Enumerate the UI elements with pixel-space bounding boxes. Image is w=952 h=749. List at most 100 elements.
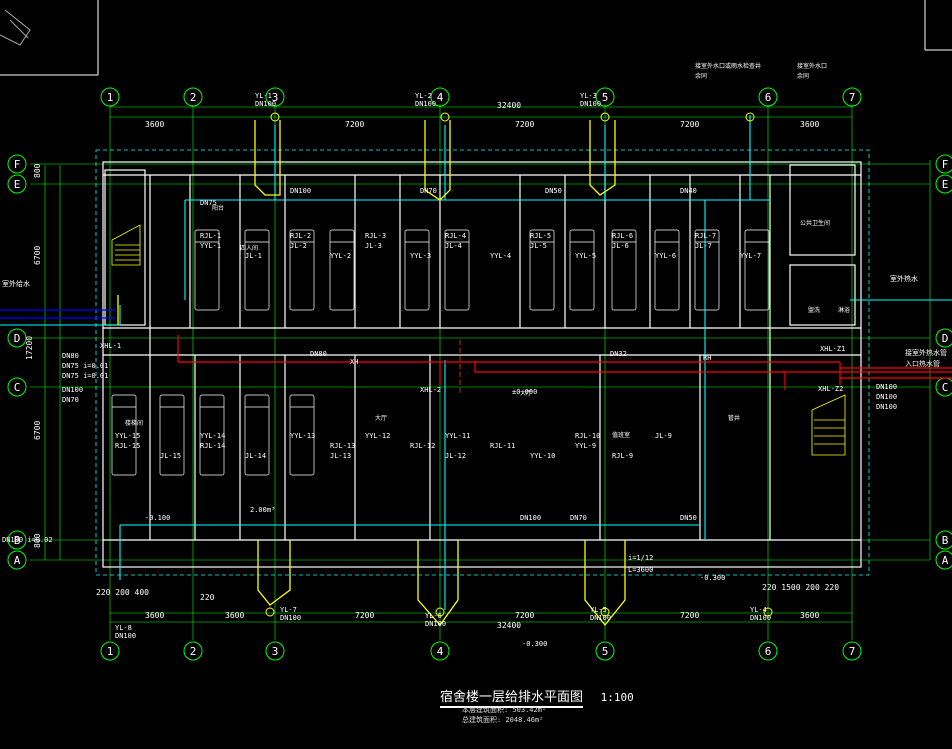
riser-label: YL-2	[415, 92, 432, 100]
axis-bubble	[758, 87, 778, 107]
riser-upper-label: RJL-4	[445, 232, 466, 240]
riser-size: DN100	[580, 100, 601, 108]
dim-span-bottom: 3600	[225, 611, 244, 620]
axis-label: 5	[602, 645, 609, 658]
pipe-size-label: DN100	[290, 187, 311, 195]
axis-label: 1	[107, 645, 114, 658]
axis-label: 2	[190, 91, 197, 104]
riser-upper-label: RJL-3	[365, 232, 386, 240]
total-area: 总建筑面积: 2048.46m²	[462, 716, 544, 724]
riser-label: YL-5	[590, 606, 607, 614]
dim-span-top: 7200	[345, 120, 364, 129]
elevation-label: 2.00m³	[250, 506, 275, 514]
riser-upper-label: JL-7	[695, 242, 712, 250]
riser-lower-label: JL-14	[245, 452, 266, 460]
riser-lower-label: RJL-9	[612, 452, 633, 460]
riser-lower-label: YYL-13	[290, 432, 315, 440]
note-top: 余同	[797, 72, 809, 80]
pipe-size-label: DN50	[680, 514, 697, 522]
dim-span-left: 800	[33, 163, 42, 178]
riser-marker	[600, 607, 610, 617]
riser-size: DN100	[590, 614, 611, 622]
riser-marker	[270, 112, 280, 122]
axis-label: A	[942, 554, 949, 567]
left-pipe-label: DN75 i=0.01	[62, 362, 108, 370]
axis-label: 2	[190, 645, 197, 658]
axis-bubble	[935, 550, 952, 570]
pipe-size-label: DN32	[610, 350, 627, 358]
room-label: 盥洗	[808, 306, 820, 314]
dim-small: 220	[200, 593, 215, 602]
axis-label: C	[942, 381, 949, 394]
riser-lower-label: RJL-12	[410, 442, 435, 450]
riser-lower-label: YYL-14	[200, 432, 225, 440]
axis-label: A	[14, 554, 21, 567]
riser-upper-label: RJL-7	[695, 232, 716, 240]
axis-label: E	[14, 178, 21, 191]
riser-label: YL-7	[280, 606, 297, 614]
left-pipe-label: DN70	[62, 396, 79, 404]
axis-bubble	[758, 641, 778, 661]
riser-upper-label: RJL-6	[612, 232, 633, 240]
riser-upper-label: JL-2	[290, 242, 307, 250]
left-pipe-label: DN80	[62, 352, 79, 360]
axis-bubble	[7, 154, 27, 174]
axis-label: E	[942, 178, 949, 191]
dim-span-top: 7200	[680, 120, 699, 129]
riser-upper-label: JL-5	[530, 242, 547, 250]
axis-bubble	[430, 641, 450, 661]
pipe-size-label: DN100	[520, 514, 541, 522]
axis-bubble	[7, 550, 27, 570]
fire-label: XHL-Z2	[818, 385, 843, 393]
note-top: 余同	[695, 72, 707, 80]
elevation-label: ±0.000	[512, 388, 537, 396]
dim-span-left: 800	[33, 533, 42, 548]
riser-size: DN100	[750, 614, 771, 622]
drainage-pipes	[117, 120, 626, 627]
riser-upper-label: YYL-6	[655, 252, 676, 260]
length-label: L=3600	[628, 566, 653, 574]
right-pipe-label: DN100	[876, 383, 897, 391]
riser-upper-label: RJL-2	[290, 232, 311, 240]
axis-bubble	[935, 328, 952, 348]
axis-bubble	[842, 641, 862, 661]
right-pipe-label: DN100	[876, 403, 897, 411]
right-pipe-label: 接室外热水管	[905, 348, 947, 357]
riser-size: DN100	[415, 100, 436, 108]
room-label: 四人间	[240, 244, 258, 252]
axis-label: 3	[272, 91, 279, 104]
riser-marker	[435, 607, 445, 617]
pipe-size-label: DN80	[310, 350, 327, 358]
riser-marker	[600, 112, 610, 122]
riser-lower-label: RJL-15	[115, 442, 140, 450]
pipe-size-label: DN50	[545, 187, 562, 195]
room-label: 阳台	[212, 204, 224, 212]
room-label: 大厅	[520, 389, 532, 397]
drawing-title: 宿舍楼一层给排水平面图	[440, 690, 584, 708]
room-label: 值班室	[612, 431, 630, 439]
axis-bubble	[183, 87, 203, 107]
axis-bubble	[595, 87, 615, 107]
riser-lower-label: RJL-10	[575, 432, 600, 440]
riser-lower-label: RJL-14	[200, 442, 225, 450]
axis-label: 5	[602, 91, 609, 104]
axis-label: B	[942, 534, 949, 547]
stair-left	[111, 224, 141, 266]
floor-area: 本层建筑面积: 503.42m²	[462, 706, 547, 714]
bed-fixtures	[111, 229, 770, 476]
dim-span-bottom: 3600	[145, 611, 164, 620]
left-pipe-label: DN100 i=0.02	[2, 536, 53, 544]
room-label: 管井	[728, 414, 740, 422]
dimension-lines	[44, 106, 931, 623]
note-top: 接室外水口或雨水检查井	[695, 62, 761, 70]
riser-lower-label: YYL-12	[365, 432, 390, 440]
riser-size: DN100	[425, 620, 446, 628]
pipe-size-label: DN70	[420, 187, 437, 195]
axis-bubble	[7, 328, 27, 348]
axis-label: F	[14, 158, 21, 171]
riser-upper-label: JL-6	[612, 242, 629, 250]
axis-bubble	[265, 87, 285, 107]
